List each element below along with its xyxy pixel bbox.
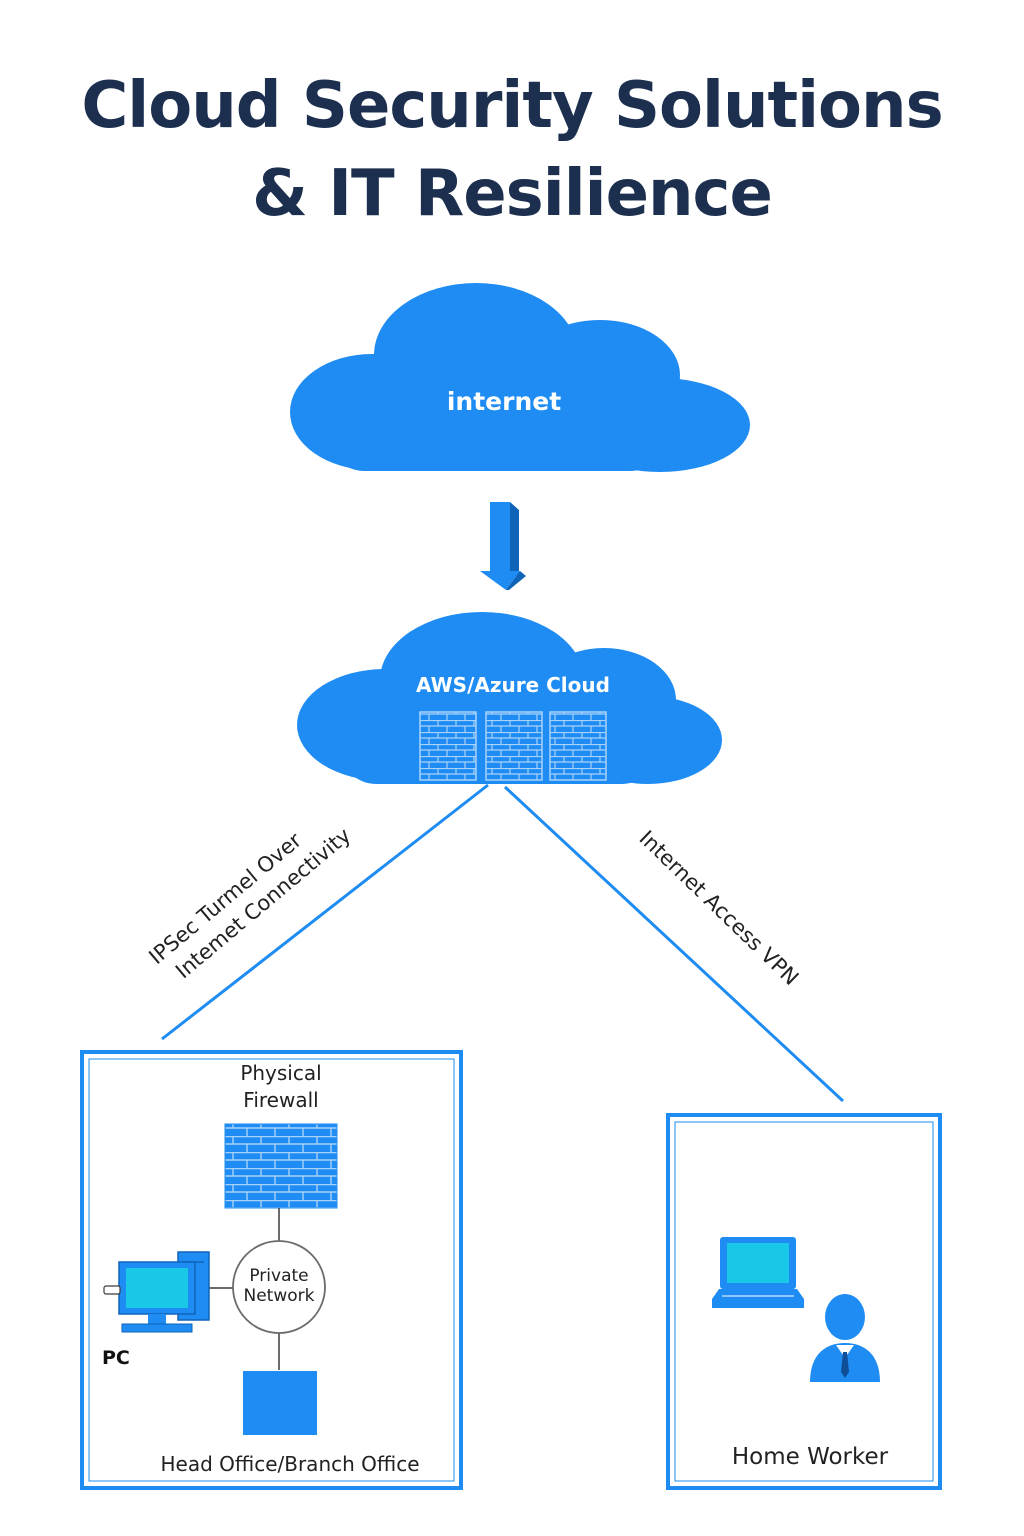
- private-network-label-line-1: Private: [249, 1266, 308, 1286]
- arrow-down-icon: [480, 502, 526, 590]
- physical-firewall-label-line-1: Physical: [240, 1061, 321, 1085]
- switch-icon: [243, 1371, 317, 1435]
- internet-label: internet: [447, 387, 561, 416]
- vpn-link-line: [503, 785, 845, 1103]
- pc-icon: [103, 1251, 210, 1333]
- physical-firewall-label-line-2: Firewall: [243, 1088, 318, 1112]
- private-network-label-line-2: Network: [244, 1286, 315, 1306]
- laptop-icon: [712, 1237, 804, 1308]
- firewall-icon: [419, 711, 607, 781]
- user-icon: [810, 1294, 880, 1382]
- physical-firewall-icon: [224, 1123, 338, 1209]
- page-title-line-1: Cloud Security Solutions: [81, 69, 943, 143]
- head-office-box: Physical Firewall Private Network PC Hea…: [80, 1050, 463, 1490]
- aws-cloud-label: AWS/Azure Cloud: [416, 673, 610, 697]
- vpn-label: Internet Access VPN: [635, 826, 804, 990]
- pc-label: PC: [102, 1347, 130, 1369]
- vpn-link-label: Internet Access VPN: [635, 826, 804, 990]
- page-title-line-2: & IT Resilience: [252, 157, 773, 231]
- internet-cloud: internet: [290, 283, 750, 472]
- head-office-label: Head Office/Branch Office: [160, 1452, 419, 1476]
- home-worker-label: Home Worker: [732, 1444, 889, 1470]
- cloud-icon: [290, 283, 750, 472]
- private-network-node: Private Network: [232, 1240, 326, 1334]
- ipsec-link-line: [161, 783, 489, 1041]
- aws-azure-cloud: AWS/Azure Cloud: [297, 612, 722, 784]
- ipsec-link-label: IPSec Turmel Over Intemet Connectivity: [144, 823, 355, 983]
- home-worker-box: Home Worker: [666, 1113, 942, 1490]
